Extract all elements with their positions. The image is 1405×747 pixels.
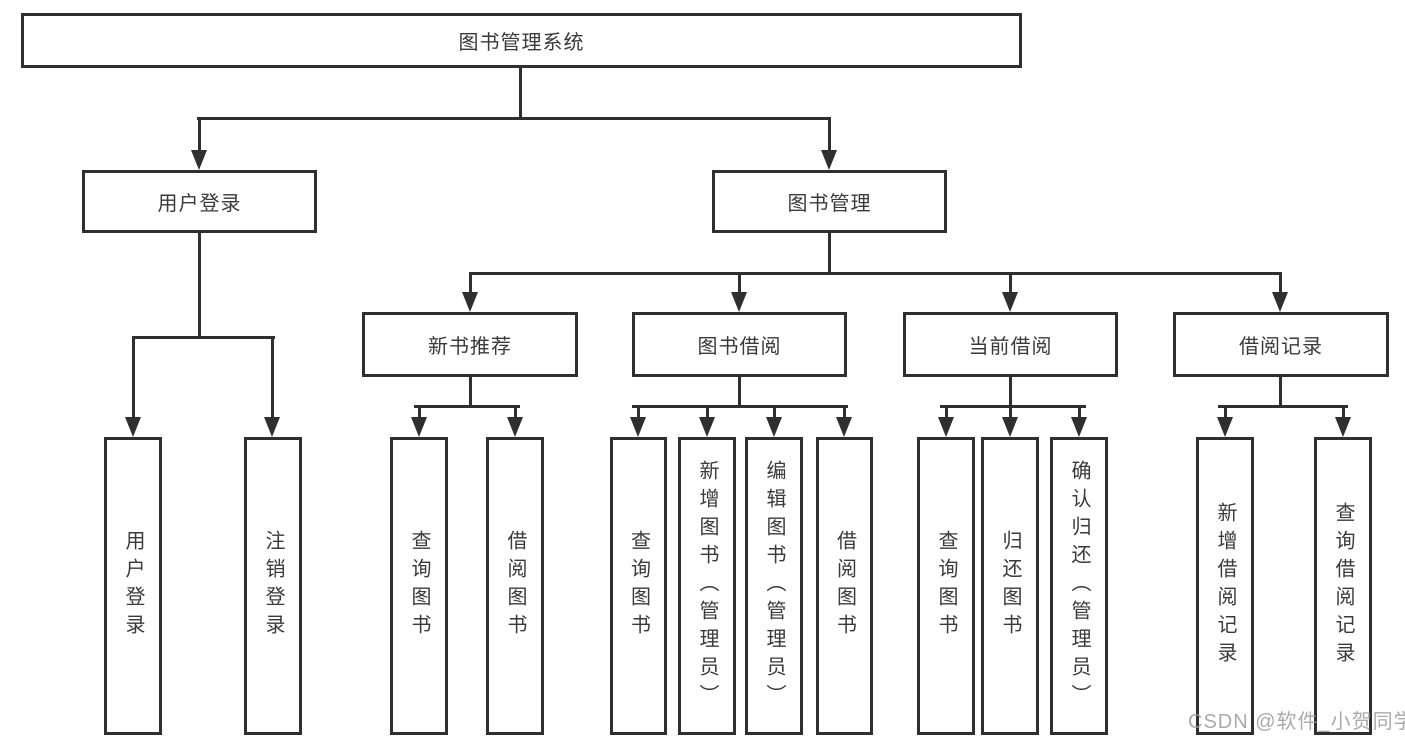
connector-drop (1009, 405, 1012, 419)
leaf-current-query-books: 查询图书 (917, 437, 975, 735)
leaf-query-borrow-record-label: 查询借阅记录 (1332, 502, 1354, 670)
arrow-down-icon (731, 292, 747, 312)
connector-root-stem (519, 68, 522, 119)
arrow-down-icon (766, 417, 782, 437)
arrow-down-icon (836, 417, 852, 437)
leaf-rec-borrow-books-label: 借阅图书 (504, 530, 526, 642)
csdn-watermark: CSDN @软件_小贺同学 (1188, 711, 1405, 733)
leaf-borrow-query-books: 查询图书 (610, 437, 667, 735)
node-borrow-records-label: 借阅记录 (1239, 336, 1323, 358)
leaf-return-books-label: 归还图书 (999, 530, 1021, 642)
connector-book-mgmt-drop (828, 117, 831, 153)
connector-user-login-bar (132, 336, 275, 339)
leaf-add-borrow-record-label: 新增借阅记录 (1214, 502, 1236, 670)
connector-user-login-drop (198, 117, 201, 153)
connector-drop (1342, 405, 1345, 419)
connector-drop (1078, 405, 1081, 419)
node-user-login: 用户登录 (82, 170, 317, 233)
leaf-query-borrow-record: 查询借阅记录 (1314, 437, 1372, 735)
leaf-borrow-books: 借阅图书 (816, 437, 873, 735)
connector-new-book-stem (469, 377, 472, 408)
leaf-rec-query-books-label: 查询图书 (408, 530, 430, 642)
connector-drop (945, 405, 948, 419)
connector-drop (132, 336, 135, 418)
connector-current-borrow-bar (940, 405, 1086, 408)
node-new-book-recommend: 新书推荐 (362, 312, 578, 377)
connector-level3-bar (469, 272, 1281, 275)
leaf-edit-books-admin: 编辑图书（管理员） (745, 437, 803, 735)
connector-borrow-records-stem (1279, 377, 1282, 408)
connector-book-borrow-stem (738, 377, 741, 408)
node-book-borrow-label: 图书借阅 (697, 336, 782, 358)
leaf-confirm-return-admin: 确认归还（管理员） (1050, 437, 1108, 735)
connector-drop (469, 272, 472, 296)
leaf-user-login: 用户登录 (104, 437, 162, 735)
arrow-down-icon (1335, 417, 1351, 437)
arrow-down-icon (1002, 292, 1018, 312)
arrow-down-icon (1071, 417, 1087, 437)
leaf-return-books: 归还图书 (981, 437, 1039, 735)
arrow-down-icon (507, 417, 523, 437)
node-user-login-label: 用户登录 (157, 193, 242, 215)
connector-drop (418, 405, 421, 419)
arrow-down-icon (699, 417, 715, 437)
leaf-current-query-books-label: 查询图书 (935, 530, 957, 642)
node-borrow-records: 借阅记录 (1173, 312, 1389, 377)
arrow-down-icon (411, 417, 427, 437)
leaf-borrow-books-label: 借阅图书 (833, 530, 856, 642)
connector-user-login-stem (198, 233, 201, 339)
arrow-down-icon (938, 417, 954, 437)
node-book-management: 图书管理 (712, 170, 947, 233)
leaf-user-login-label: 用户登录 (122, 530, 144, 642)
connector-current-borrow-stem (1009, 377, 1012, 408)
arrow-down-icon (462, 292, 478, 312)
connector-book-mgmt-stem (828, 233, 831, 275)
connector-drop (1224, 405, 1227, 419)
arrow-down-icon (1217, 417, 1233, 437)
leaf-add-borrow-record: 新增借阅记录 (1196, 437, 1254, 735)
node-current-borrow-label: 当前借阅 (968, 336, 1053, 358)
arrow-down-icon (1002, 417, 1018, 437)
leaf-rec-query-books: 查询图书 (390, 437, 448, 735)
arrow-down-icon (191, 150, 207, 170)
node-root-label: 图书管理系统 (458, 32, 585, 54)
arrow-down-icon (821, 150, 837, 170)
connector-drop (706, 405, 709, 419)
leaf-logout: 注销登录 (244, 437, 302, 735)
arrow-down-icon (630, 417, 646, 437)
node-root: 图书管理系统 (21, 13, 1022, 68)
connector-drop (637, 405, 640, 419)
leaf-borrow-query-books-label: 查询图书 (627, 530, 650, 642)
node-current-borrow: 当前借阅 (903, 312, 1118, 377)
connector-book-borrow-bar (632, 405, 848, 408)
connector-drop (773, 405, 776, 419)
leaf-confirm-return-admin-label: 确认归还（管理员） (1068, 460, 1090, 712)
connector-drop (514, 405, 517, 419)
connector-drop (1009, 272, 1012, 296)
leaf-edit-books-admin-label: 编辑图书（管理员） (763, 460, 785, 712)
leaf-add-books-admin-label: 新增图书（管理员） (696, 460, 718, 712)
connector-borrow-records-bar (1218, 405, 1348, 408)
arrow-down-icon (1272, 292, 1288, 312)
arrow-down-icon (264, 417, 280, 437)
leaf-logout-label: 注销登录 (262, 530, 284, 642)
connector-drop (843, 405, 846, 419)
connector-new-book-bar (414, 405, 520, 408)
connector-drop (271, 336, 274, 418)
leaf-add-books-admin: 新增图书（管理员） (678, 437, 736, 735)
node-new-book-recommend-label: 新书推荐 (428, 336, 512, 358)
arrow-down-icon (125, 417, 141, 437)
leaf-rec-borrow-books: 借阅图书 (486, 437, 544, 735)
connector-drop (1279, 272, 1282, 296)
node-book-management-label: 图书管理 (787, 193, 872, 215)
connector-level2-bar (197, 117, 831, 120)
node-book-borrow: 图书借阅 (632, 312, 847, 377)
connector-drop (738, 272, 741, 296)
